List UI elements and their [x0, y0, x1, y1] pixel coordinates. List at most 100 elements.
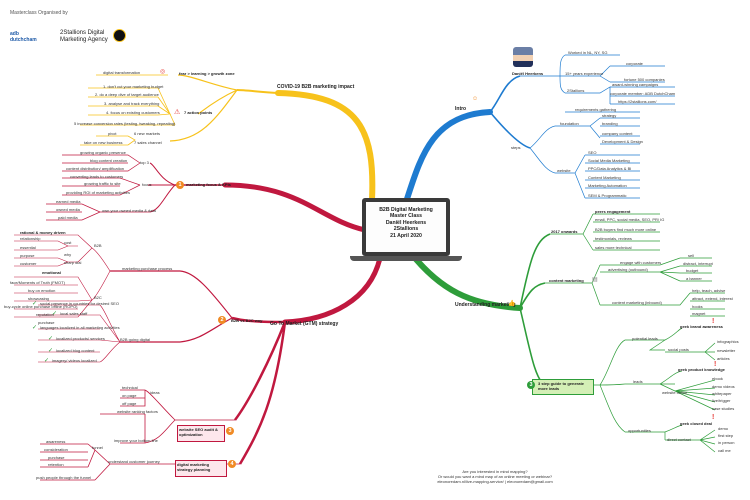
social: social posts	[668, 347, 689, 352]
rational-head: rational & money driven	[20, 230, 66, 235]
mf-focus: focus	[142, 182, 152, 187]
cta-block: Are you interested in mind mapping? Or w…	[415, 469, 575, 484]
branch-covid-sub2	[197, 89, 238, 115]
guide-title: 3 step guide to generate more leads	[538, 381, 585, 391]
intro-corporate: corporate	[626, 61, 643, 66]
covid-new-markets: 6 new markets	[134, 131, 161, 136]
website-6: SEM & Programmatic	[588, 193, 627, 198]
mf-item-8: owned media	[56, 207, 80, 212]
foundation-3: company content	[602, 131, 633, 136]
emotional-2: buy on emotion	[28, 288, 56, 293]
inbound-3: hooks	[692, 304, 703, 309]
emotional-4: buy-cycle online purchase offline (ROPO)	[4, 304, 78, 309]
branch-strategy	[238, 321, 287, 465]
social-3: articles	[717, 356, 730, 361]
exclamation-icon: !	[712, 414, 715, 421]
stage-1: awareness	[46, 439, 66, 444]
mf-item-5: growing traffic to site	[84, 181, 121, 186]
check-icon: ✓	[44, 358, 50, 364]
right-2017-2: email, PPC, social media, SEO, PR/ IG	[595, 217, 665, 222]
cta-line-3[interactable]: eleonoredam.nl/live-mapping-service/ | e…	[437, 479, 553, 484]
branch-intro	[402, 109, 493, 208]
warning-icon: ⚠	[174, 109, 181, 116]
thumbs-up-icon: 👍	[508, 301, 516, 307]
seo-offpage: off page	[122, 401, 137, 406]
rational-3: purpose	[20, 253, 35, 258]
mf-item-9: paid media	[58, 215, 78, 220]
covid-title: COVID-19 B2B marketing impact	[277, 84, 355, 90]
branch-seo	[233, 321, 287, 421]
covid-new-channel: 7 sales channel	[134, 140, 162, 145]
cta-line-1: Are you interested in mind mapping?	[462, 469, 528, 474]
global-2: local sales staff	[60, 311, 88, 316]
badge-2: 2	[218, 316, 226, 324]
gtm-title: Go To Market (GTM) strategy	[270, 321, 339, 327]
branch-covid-sub3	[169, 89, 238, 142]
b2c-label: B2C	[94, 295, 102, 300]
check-icon: ✓	[52, 311, 58, 317]
check-icon: ✓	[32, 325, 38, 331]
strategy-title: digital marketing strategy planning	[177, 462, 211, 472]
center-title-1: B2B Digital Marketing	[379, 207, 433, 213]
check-icon: ✓	[32, 301, 38, 307]
right-2017-3: B2B buyers find much more online	[595, 227, 657, 232]
right-2017-5: sales more technical	[595, 245, 632, 250]
seo-technical: technical	[122, 385, 138, 390]
global-4: localized products/ services	[56, 336, 105, 341]
badge-4: 4	[228, 460, 236, 468]
branch-understand-sub	[519, 233, 551, 386]
closed: geek closed deal	[680, 421, 713, 426]
strategy-push: push people through the funnel	[36, 475, 92, 480]
knowledge: geek product knowledge	[678, 367, 725, 372]
website-4: Content Marketing	[588, 175, 621, 180]
branch-covid-fan	[157, 87, 176, 126]
branch-b2b-sub	[110, 270, 233, 343]
exclamation-icon: !	[714, 361, 717, 368]
website-online: website online	[662, 390, 688, 395]
intro-foundation: foundation	[560, 121, 579, 126]
emotional-6: purchase	[38, 320, 55, 325]
branch-covid	[275, 90, 376, 203]
right-2017-1: peers engagement	[595, 209, 631, 214]
rational-right-1: cost	[64, 240, 72, 245]
branch-intro-leaves	[520, 54, 675, 113]
org2-name: 2Stallions Digital Marketing Agency	[60, 30, 108, 43]
awareness: geek brand awareness	[680, 324, 723, 329]
intro-steps: steps	[511, 145, 521, 150]
direct: direct contact	[667, 437, 691, 442]
covid-new-biz: take on new business	[84, 140, 123, 145]
branch-content-leaves	[545, 257, 725, 317]
center-laptop: B2B Digital Marketing Master Class Danië…	[362, 198, 450, 256]
engage: engage with customers	[620, 260, 662, 265]
intro-name: Daniël Heerkens	[512, 71, 544, 76]
intro-title: Intro	[455, 106, 467, 112]
center-speaker: Daniël Heerkens	[385, 219, 427, 226]
intro-corp-member: corporate member: ADB DutchCham	[610, 91, 676, 96]
seo-title: website SEO audit & optimization	[179, 427, 218, 437]
check-icon: ✓	[48, 348, 54, 354]
covid-point-3: 3. analyse and track everything	[104, 101, 160, 106]
branch-covid-lines	[80, 74, 175, 146]
badge-3-green: 3	[527, 381, 535, 389]
center-title-2: Master Class	[389, 213, 422, 220]
website-2: Social Media Marketing	[588, 158, 630, 163]
emotional-head: emotional	[42, 270, 61, 275]
stage-2: consideration	[44, 447, 68, 452]
online-4: live/trigger	[712, 398, 731, 403]
intro-url: https://2stallions.com/	[618, 99, 657, 104]
emotional-1: face/Moments of Truth (FMOT)	[10, 280, 65, 285]
right-2017-4: testimonials, reviews	[595, 236, 632, 241]
intro-worked: Worked in NL, NY, SG	[568, 50, 608, 55]
seo-onpage: on page	[122, 393, 137, 398]
intro-req: requirements gathering	[575, 107, 617, 112]
online-3: whitepaper	[712, 391, 732, 396]
mf-item-2: blog content creation	[90, 158, 128, 163]
avatar	[513, 47, 533, 67]
branch-b2b-leaves	[14, 234, 111, 318]
inbound-4: magnet	[692, 311, 706, 316]
purchase-process: marketing purchase process	[122, 266, 173, 271]
branch-guide-leaves	[545, 327, 716, 453]
center-company: 2Stallions	[393, 226, 419, 233]
branch-covid-tip	[236, 89, 279, 94]
